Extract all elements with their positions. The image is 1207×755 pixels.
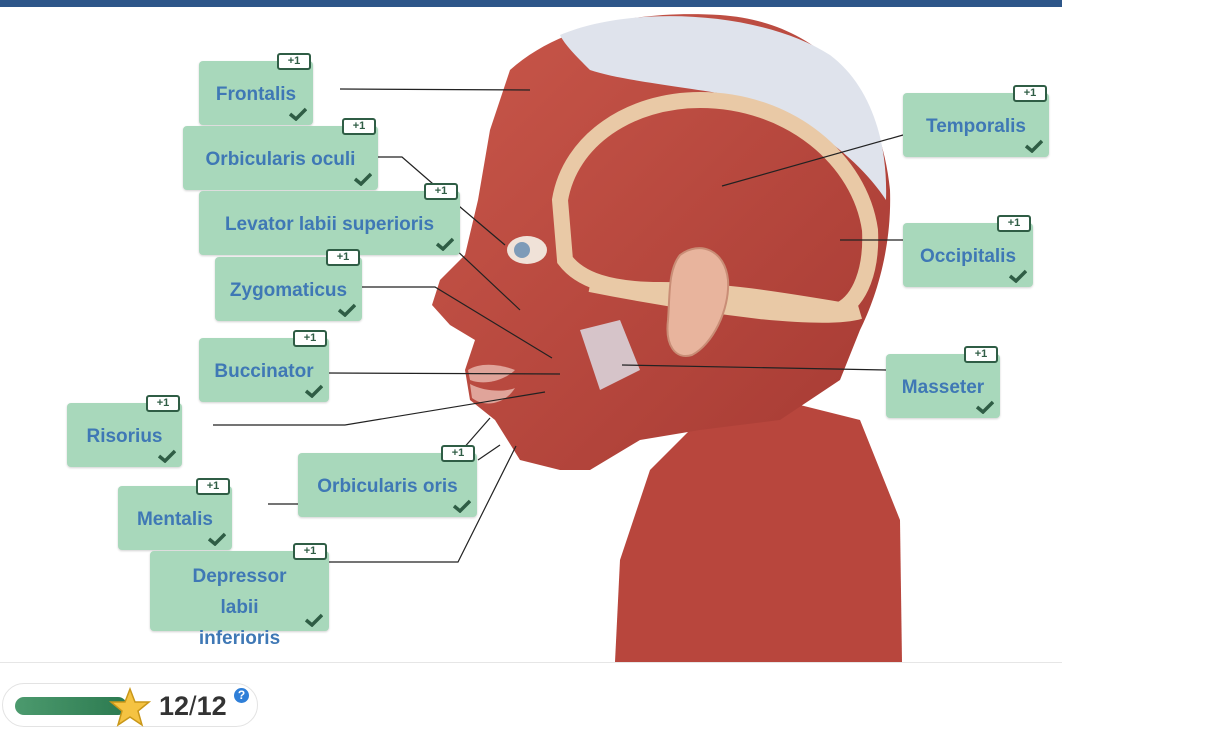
score-total: 12 [196, 691, 227, 721]
label-text: Occipitalis [919, 246, 1017, 267]
label-masseter[interactable]: +1 Masseter [886, 346, 1000, 418]
ear [666, 247, 730, 357]
leader-lines [213, 88, 904, 563]
check-icon [1009, 269, 1027, 283]
check-icon [1025, 139, 1043, 153]
head-muscles [432, 14, 891, 470]
label-zygomaticus[interactable]: +1 Zygomaticus [215, 249, 362, 321]
check-icon [354, 172, 372, 186]
check-icon [305, 384, 323, 398]
progress-bar [15, 697, 127, 715]
plus-one-badge: +1 [964, 346, 998, 363]
label-text: Depressor labii inferioris [192, 566, 287, 649]
check-icon [158, 449, 176, 463]
neck-muscles [615, 400, 902, 662]
plus-one-badge: +1 [293, 543, 327, 560]
header-bar [0, 0, 1062, 7]
plus-one-badge: +1 [342, 118, 376, 135]
score-separator: / [189, 691, 197, 721]
label-text: Orbicularis oculi [205, 149, 356, 170]
star-icon [109, 687, 151, 727]
plus-one-badge: +1 [293, 330, 327, 347]
label-text: Zygomaticus [229, 280, 348, 301]
check-icon [338, 303, 356, 317]
check-icon [208, 532, 226, 546]
plus-one-badge: +1 [441, 445, 475, 462]
label-occipitalis[interactable]: +1 Occipitalis [903, 215, 1033, 287]
plus-one-badge: +1 [146, 395, 180, 412]
label-temporalis[interactable]: +1 Temporalis [903, 85, 1049, 157]
label-frontalis[interactable]: +1 Frontalis [199, 53, 313, 125]
label-orbicularis-oris[interactable]: +1 Orbicularis oris [298, 445, 477, 517]
check-icon [976, 400, 994, 414]
check-icon [305, 613, 323, 627]
scalp-aponeurosis [560, 16, 887, 200]
label-text: Risorius [86, 426, 163, 447]
score-meter: 12/12 ? [2, 683, 258, 727]
plus-one-badge: +1 [277, 53, 311, 70]
plus-one-badge: +1 [196, 478, 230, 495]
label-text: Masseter [901, 377, 985, 398]
label-text: Mentalis [136, 509, 214, 530]
label-mentalis[interactable]: +1 Mentalis [118, 478, 232, 550]
plus-one-badge: +1 [424, 183, 458, 200]
check-icon [453, 499, 471, 513]
label-text: Orbicularis oris [317, 476, 458, 497]
label-text: Levator labii superioris [224, 214, 435, 235]
check-icon [436, 237, 454, 251]
plus-one-badge: +1 [1013, 85, 1047, 102]
label-buccinator[interactable]: +1 Buccinator [199, 330, 329, 402]
footer-divider [0, 662, 1062, 663]
diagram-stage [0, 7, 1062, 662]
help-icon[interactable]: ? [234, 688, 249, 703]
label-text: Buccinator [214, 361, 314, 382]
plus-one-badge: +1 [997, 215, 1031, 232]
head-muscle-illustration [213, 14, 904, 662]
label-depressor-labii-inferioris[interactable]: +1 Depressor labii inferioris [150, 543, 329, 649]
label-text: Frontalis [215, 84, 297, 105]
label-levator-labii-superioris[interactable]: +1 Levator labii superioris [199, 183, 460, 255]
score-current: 12 [159, 691, 190, 721]
check-icon [289, 107, 307, 121]
label-risorius[interactable]: +1 Risorius [67, 395, 182, 467]
label-text: Temporalis [926, 116, 1026, 137]
label-orbicularis-oculi[interactable]: +1 Orbicularis oculi [183, 118, 378, 190]
score-text: 12/12 [159, 690, 227, 722]
plus-one-badge: +1 [326, 249, 360, 266]
